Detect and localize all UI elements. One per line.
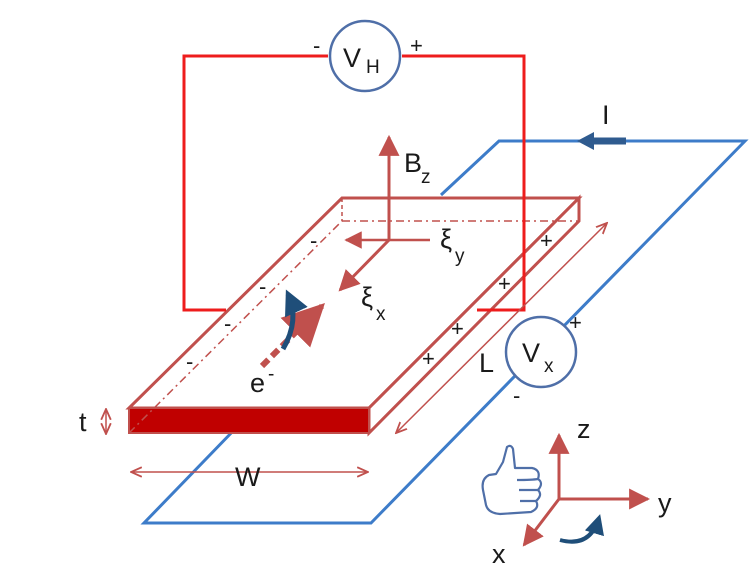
electron-deflection-arrow xyxy=(280,289,308,351)
electron-velocity-arrow xyxy=(259,303,325,369)
electron-label: e xyxy=(250,368,265,398)
z-axis-label: z xyxy=(577,414,591,444)
field-y-label: ξ xyxy=(440,224,452,254)
field-x-subscript: x xyxy=(376,304,386,325)
magnetic-field-label: B xyxy=(404,148,422,178)
thumbs-up-icon xyxy=(481,444,543,516)
hall-wire-left xyxy=(182,54,328,312)
x-axis-label: x xyxy=(492,539,506,569)
slab-top-face xyxy=(125,196,583,410)
negative-charge: - xyxy=(224,311,231,336)
x-axis-arrow xyxy=(522,498,561,547)
negative-charge: - xyxy=(310,228,317,253)
hall-voltmeter-label: V xyxy=(343,43,361,73)
hall-voltmeter-subscript: H xyxy=(366,57,380,78)
longitudinal-voltmeter: V x xyxy=(504,315,578,389)
y-axis-label: y xyxy=(658,488,672,518)
positive-charge: + xyxy=(451,316,464,341)
longitudinal-voltmeter-subscript: x xyxy=(544,356,554,377)
length-dimension-arrow xyxy=(396,223,607,433)
width-label: W xyxy=(235,462,261,492)
hall-voltmeter: V H xyxy=(328,19,402,93)
field-x-label: ξ xyxy=(361,282,373,312)
negative-charge: - xyxy=(186,349,193,374)
electron-superscript: - xyxy=(268,364,274,385)
field-x-arrow xyxy=(338,238,391,292)
negative-charge: - xyxy=(259,274,266,299)
semiconductor-slab xyxy=(125,194,583,437)
positive-charge: + xyxy=(422,346,435,371)
coordinate-axes xyxy=(522,432,651,547)
longitudinal-voltmeter-label: V xyxy=(522,338,540,368)
longitudinal-voltmeter-positive: + xyxy=(569,310,582,335)
slab-front-face xyxy=(128,407,370,434)
current-label: I xyxy=(602,100,610,130)
length-label: L xyxy=(479,348,494,378)
positive-charge: + xyxy=(498,271,511,296)
rotation-arrow xyxy=(559,514,604,544)
current-arrow xyxy=(577,132,626,150)
hall-voltmeter-negative: - xyxy=(313,33,320,58)
magnetic-field-subscript: z xyxy=(421,167,431,188)
hall-voltmeter-positive: + xyxy=(410,33,423,58)
positive-charge: + xyxy=(540,228,553,253)
longitudinal-voltmeter-negative: - xyxy=(513,383,520,408)
field-y-subscript: y xyxy=(455,246,465,267)
thickness-label: t xyxy=(79,407,87,437)
